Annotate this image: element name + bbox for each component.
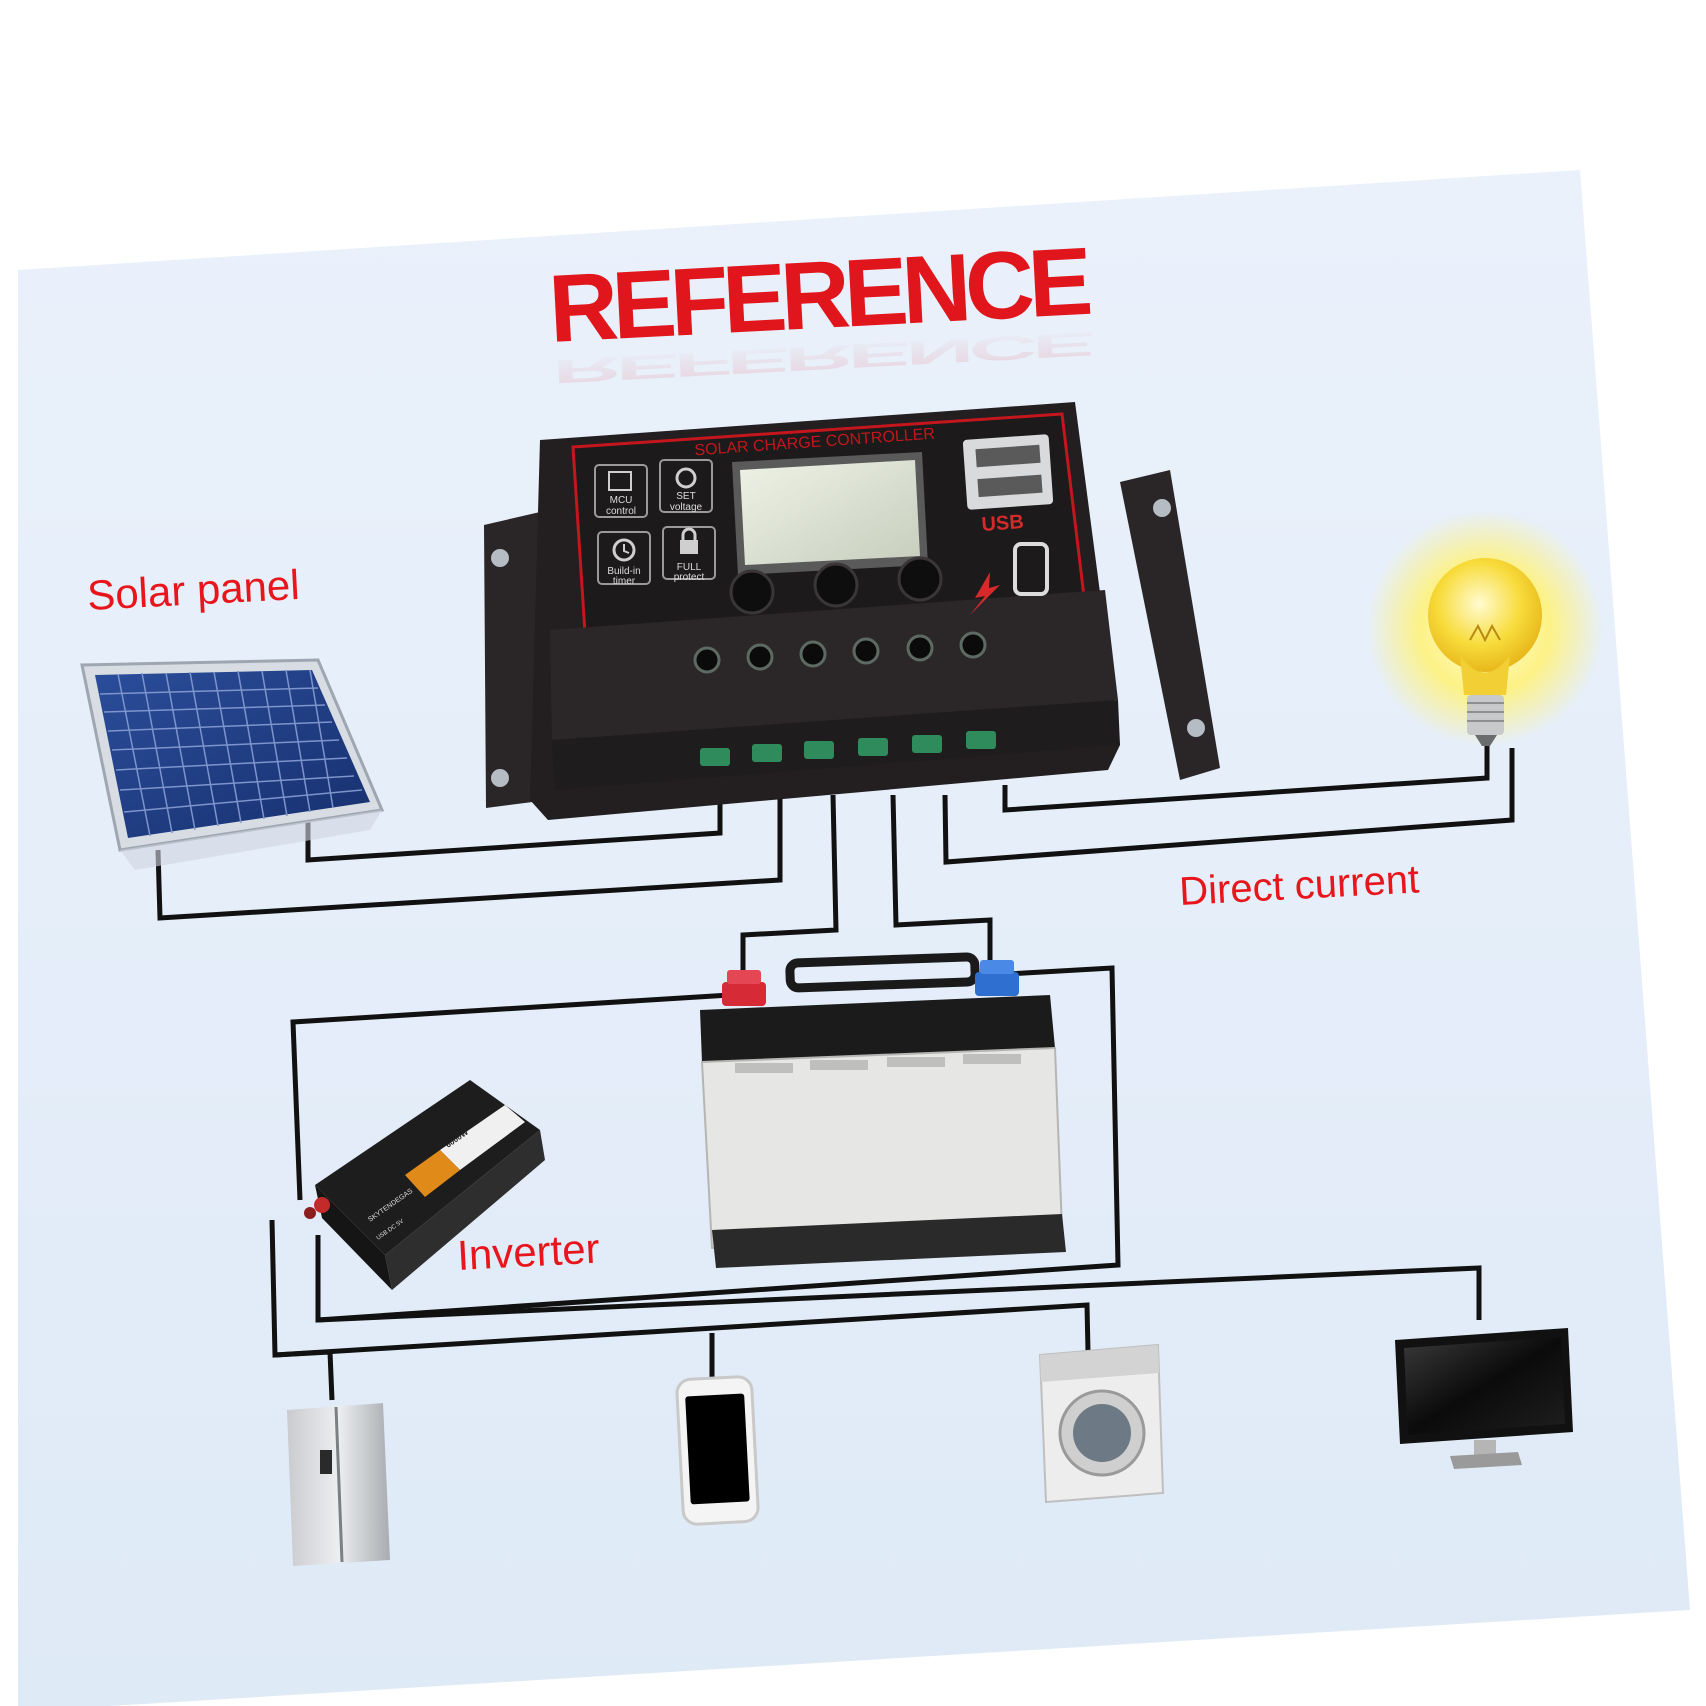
inverter-image [304,1080,545,1290]
controller-usb-label: USB [981,511,1025,536]
inverter-label: Inverter [456,1225,601,1279]
feature-protect-line2: protect [674,572,705,583]
background-card [18,170,1690,1706]
wiring [155,740,1515,1401]
gear-icon [675,467,697,489]
feature-timer-line2: timer [613,576,636,587]
refrigerator-image [287,1403,390,1566]
feature-mcu-line1: MCU [610,495,633,506]
clock-icon [612,538,636,562]
feature-timer-line1: Build-in [607,566,640,577]
feature-mcu-line2: control [606,506,636,517]
chip-icon [608,471,632,491]
light-bulb-image [1367,510,1603,746]
charge-controller-image [484,402,1220,820]
smartphone-image [675,1375,760,1526]
feature-protect-line1: FULL [677,562,702,573]
monitor-image [1395,1328,1573,1469]
lock-icon [680,527,698,554]
solar-panel-label: Solar panel [86,561,301,619]
feature-set-line1: SET [676,491,695,502]
solar-panel-image [80,658,385,870]
feature-set-line2: voltage [670,502,703,513]
battery-image [700,952,1066,1268]
washing-machine-image [1038,1343,1165,1504]
